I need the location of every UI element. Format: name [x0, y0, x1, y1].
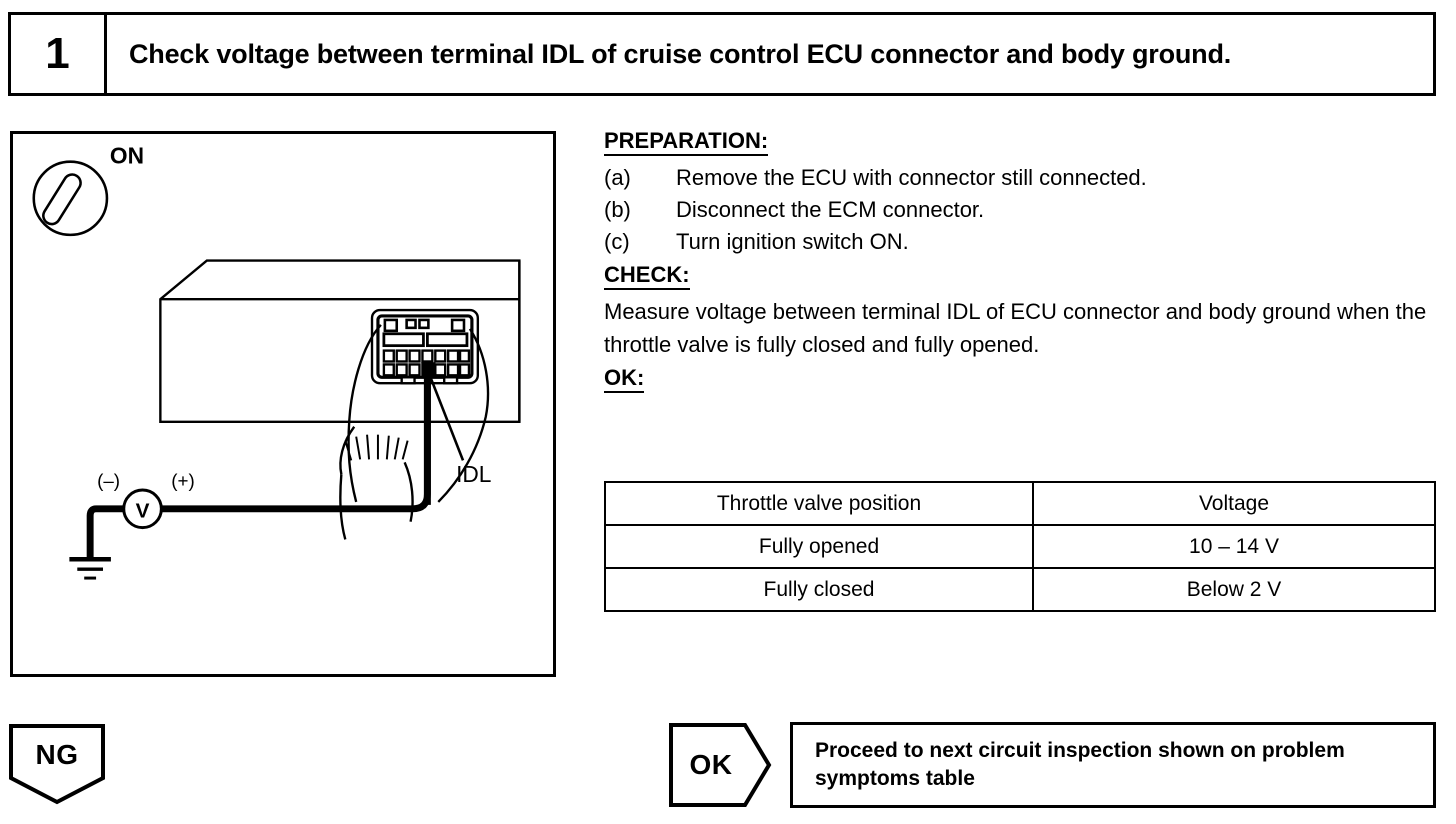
table-header-cell: Voltage	[1032, 481, 1436, 526]
results-table: Throttle valve position Voltage Fully op…	[604, 481, 1436, 612]
ng-badge-shape	[9, 724, 105, 805]
step-number-cell: 1	[11, 15, 107, 93]
ok-label: OK	[689, 749, 733, 780]
wire-harness-icon	[339, 324, 490, 540]
table-row: Fully closed Below 2 V	[604, 567, 1436, 612]
negative-polarity-label: (–)	[97, 470, 120, 491]
table-cell-position: Fully closed	[604, 567, 1034, 612]
voltmeter-icon: V	[122, 488, 163, 530]
table-cell-voltage: 10 – 14 V	[1032, 524, 1436, 569]
preparation-item-text: Remove the ECU with connector still conn…	[676, 164, 1147, 190]
preparation-item-marker: (a)	[604, 164, 631, 190]
preparation-section: PREPARATION: (a) Remove the ECU with con…	[604, 128, 1444, 258]
positive-probe-wire	[161, 371, 431, 513]
table-cell-voltage: Below 2 V	[1032, 567, 1436, 612]
negative-probe-wire	[86, 505, 124, 560]
preparation-item: (b) Disconnect the ECM connector.	[604, 194, 1444, 226]
ok-outcome-badge[interactable]: OK	[668, 722, 772, 808]
preparation-item-text: Disconnect the ECM connector.	[676, 197, 985, 223]
ng-label: NG	[35, 739, 79, 770]
check-heading: CHECK:	[604, 262, 690, 291]
ok-section: OK:	[604, 365, 1444, 397]
wiring-diagram-svg: V ON IDL (–) (+)	[32, 143, 521, 580]
svg-text:V: V	[136, 500, 150, 523]
positive-polarity-label: (+)	[171, 470, 194, 491]
step-number: 1	[45, 29, 70, 78]
ok-heading: OK:	[604, 365, 645, 393]
check-body: Measure voltage between terminal IDL of …	[604, 299, 1427, 357]
ground-symbol-icon	[69, 557, 111, 580]
preparation-item-text: Turn ignition switch ON.	[676, 229, 909, 255]
preparation-item-marker: (b)	[604, 197, 631, 223]
preparation-item: (c) Turn ignition switch ON.	[604, 226, 1444, 258]
ignition-on-label: ON	[110, 143, 144, 169]
info-column: PREPARATION: (a) Remove the ECU with con…	[604, 128, 1444, 397]
preparation-list: (a) Remove the ECU with connector still …	[604, 162, 1444, 258]
table-header-row: Throttle valve position Voltage	[604, 481, 1436, 526]
table-header-cell: Throttle valve position	[604, 481, 1034, 526]
preparation-item-marker: (c)	[604, 229, 630, 255]
step-header: 1 Check voltage between terminal IDL of …	[8, 12, 1436, 96]
check-section: CHECK: Measure voltage between terminal …	[604, 262, 1444, 361]
idl-terminal-label: IDL	[456, 461, 491, 487]
table-cell-position: Fully opened	[604, 524, 1034, 569]
step-title: Check voltage between terminal IDL of cr…	[129, 38, 1232, 69]
ok-badge-shape	[669, 723, 772, 807]
preparation-item: (a) Remove the ECU with connector still …	[604, 162, 1444, 194]
proceed-action-text: Proceed to next circuit inspection shown…	[815, 738, 1345, 790]
idl-leader-line	[426, 368, 465, 461]
ng-outcome-badge[interactable]: NG	[8, 723, 106, 805]
table-row: Fully opened 10 – 14 V	[604, 524, 1436, 569]
preparation-heading: PREPARATION:	[604, 128, 769, 156]
proceed-action-box[interactable]: Proceed to next circuit inspection shown…	[790, 722, 1436, 808]
ignition-switch-icon	[32, 160, 109, 237]
illustration-panel: V ON IDL (–) (+)	[10, 131, 556, 677]
step-title-cell: Check voltage between terminal IDL of cr…	[107, 15, 1433, 93]
ecu-connector-icon	[370, 308, 480, 385]
